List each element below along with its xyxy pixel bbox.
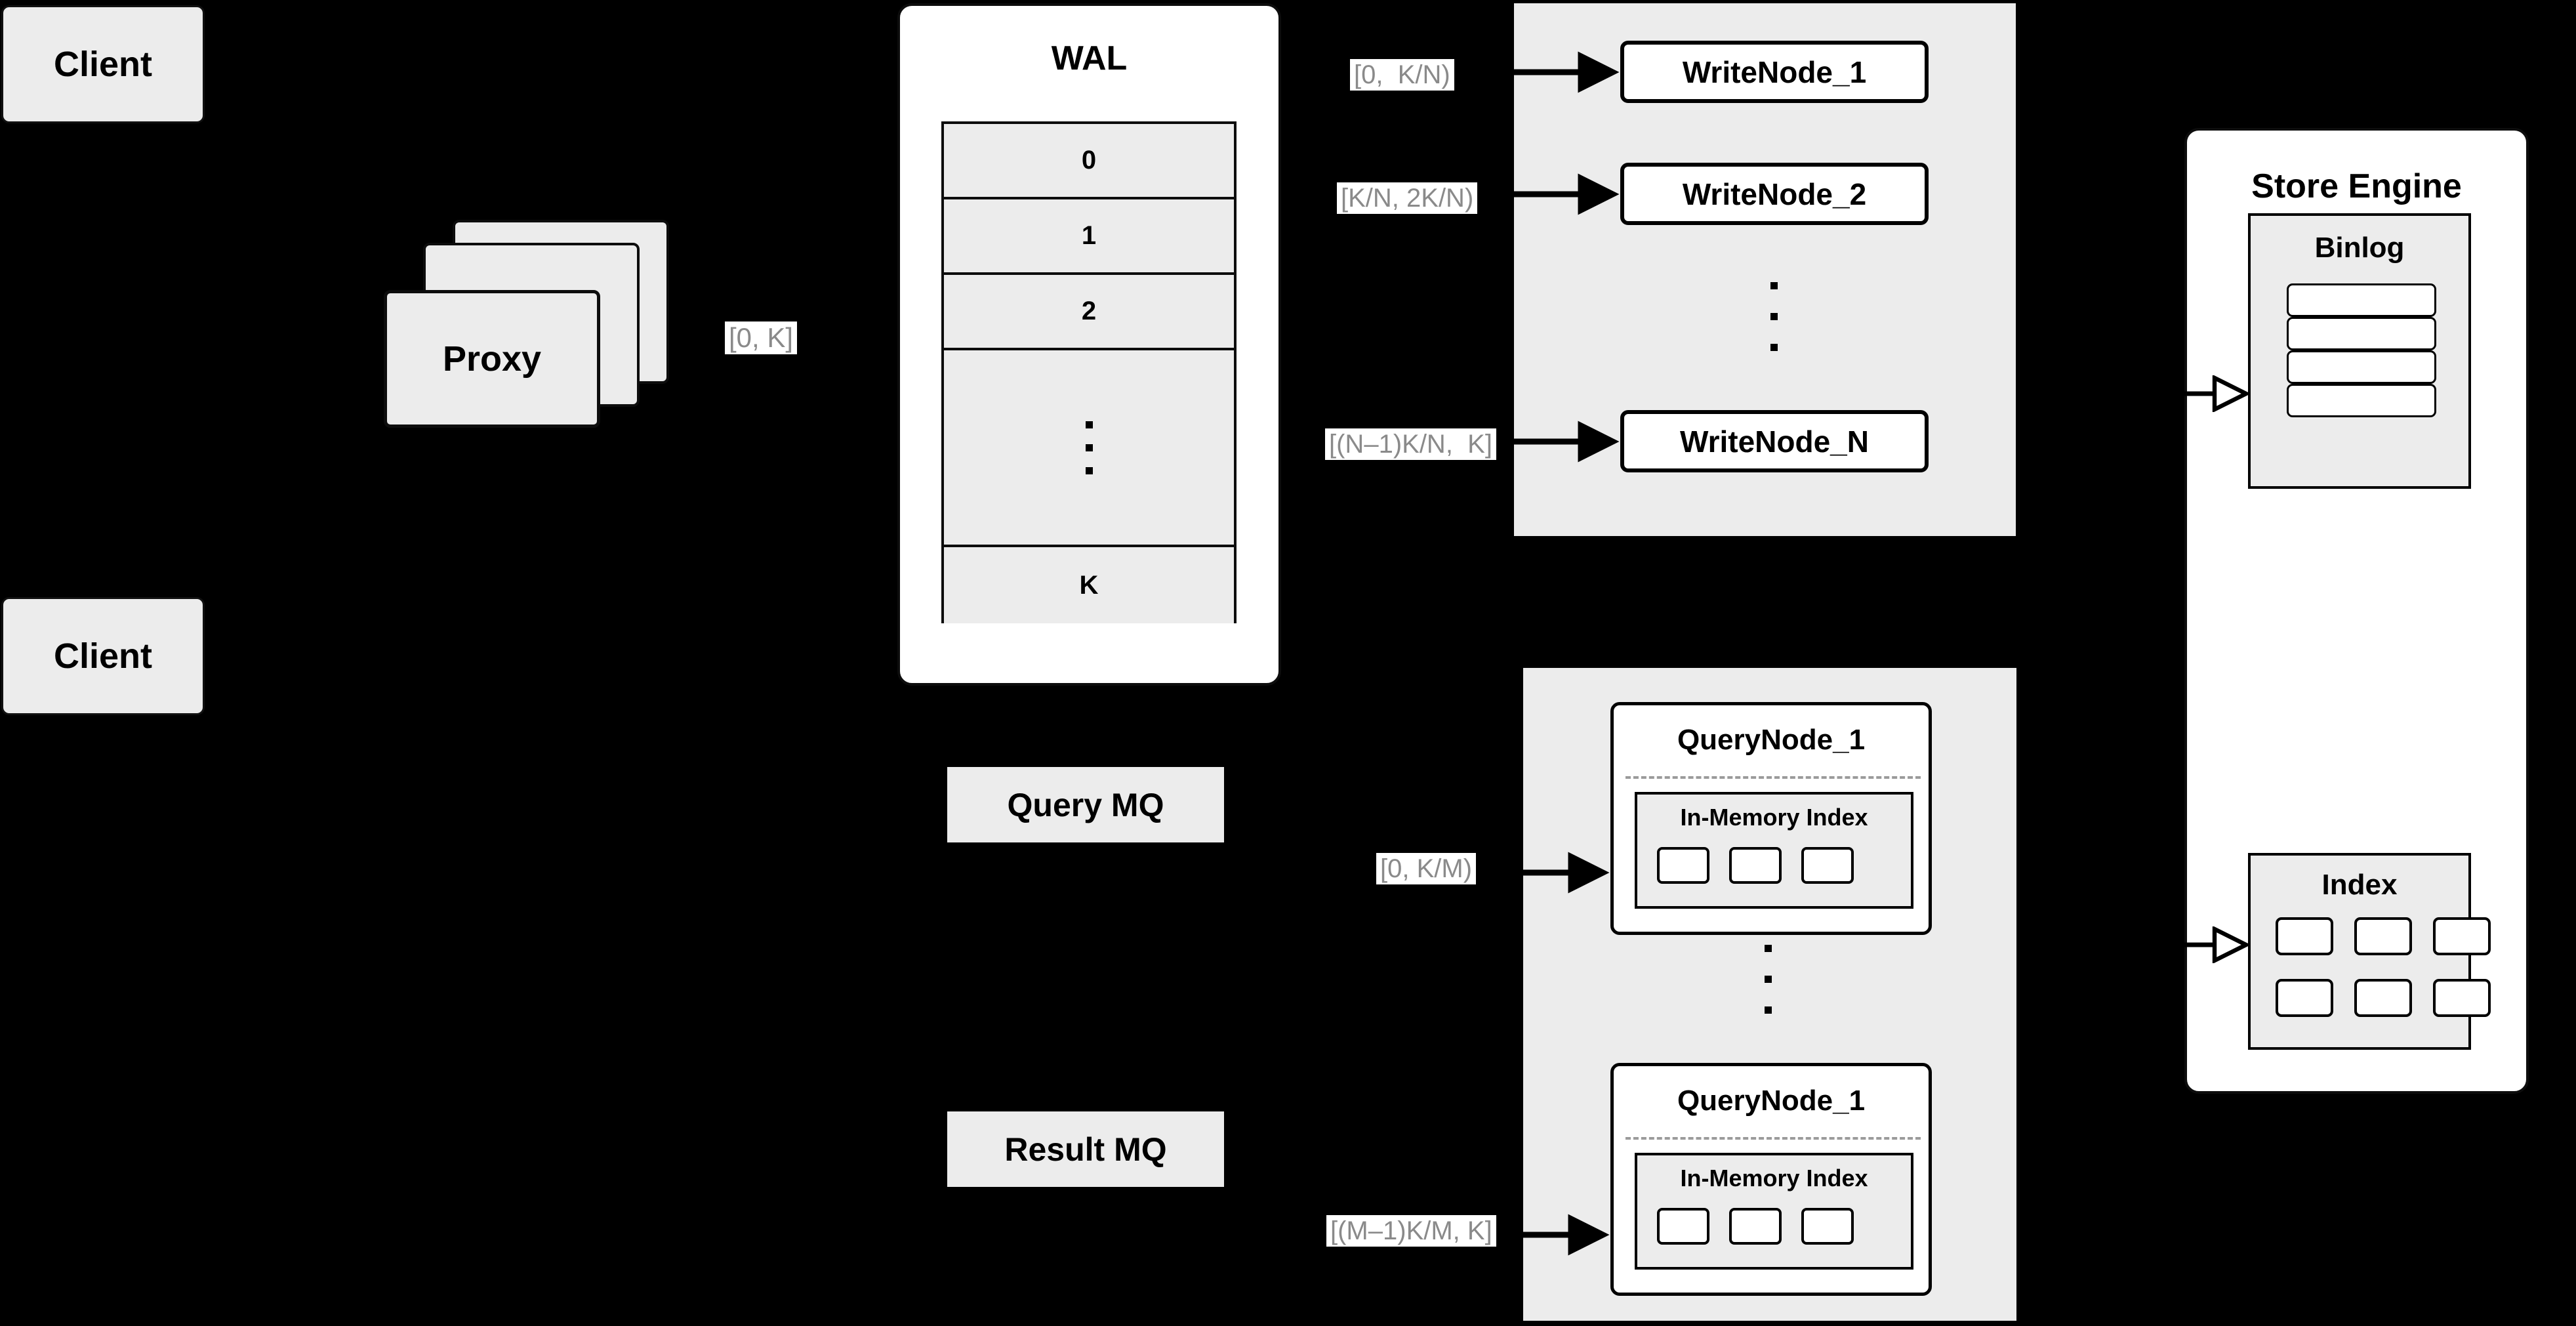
wal-cell-k-label: K bbox=[1079, 570, 1099, 600]
query-node-m-in-memory-index: In-Memory Index bbox=[1635, 1153, 1913, 1270]
query-node-m-in-memory-index-title: In-Memory Index bbox=[1680, 1165, 1868, 1191]
index-cell[interactable] bbox=[2354, 979, 2412, 1017]
query-mq-node[interactable]: Query MQ bbox=[945, 764, 1227, 845]
wal-cell-2[interactable]: 2 bbox=[944, 275, 1234, 350]
index-cell[interactable] bbox=[2276, 979, 2333, 1017]
ellipsis-dot-icon bbox=[1765, 1006, 1772, 1014]
client-node-2[interactable]: Client bbox=[1, 597, 205, 715]
edge-label-mq-to-query-1: [0, K/M) bbox=[1376, 853, 1477, 884]
ellipsis-dot-icon bbox=[1770, 344, 1778, 351]
ellipsis-dot-icon bbox=[1770, 313, 1778, 320]
write-node-1[interactable]: WriteNode_1 bbox=[1620, 41, 1929, 103]
proxy-node[interactable]: Proxy bbox=[384, 290, 600, 428]
write-node-ellipsis bbox=[1770, 282, 1778, 351]
edge-label-proxy-to-wal: [0, K] bbox=[725, 321, 798, 354]
wal-table: 0 1 2 K bbox=[941, 121, 1237, 623]
query-node-m[interactable]: QueryNode_1 In-Memory Index bbox=[1610, 1063, 1932, 1296]
index-title: Index bbox=[2321, 869, 2398, 901]
index-panel: Index bbox=[2248, 853, 2491, 1050]
index-segment-cell[interactable] bbox=[1657, 847, 1709, 884]
query-node-m-label: QueryNode_1 bbox=[1677, 1085, 1866, 1117]
write-node-n-label: WriteNode_N bbox=[1680, 424, 1869, 459]
query-node-1-in-memory-index: In-Memory Index bbox=[1635, 792, 1913, 909]
index-cell[interactable] bbox=[2433, 917, 2491, 955]
binlog-title: Binlog bbox=[2314, 232, 2405, 264]
wal-cell-0[interactable]: 0 bbox=[944, 124, 1234, 199]
wal-ellipsis bbox=[944, 350, 1234, 547]
proxy-node-label: Proxy bbox=[442, 339, 542, 379]
write-node-1-label: WriteNode_1 bbox=[1682, 54, 1867, 89]
edge-label-wal-to-write-2: [K/N, 2K/N) bbox=[1337, 182, 1478, 214]
write-node-n[interactable]: WriteNode_N bbox=[1620, 410, 1929, 472]
ellipsis-dot-icon bbox=[1765, 976, 1772, 983]
index-segment-cell[interactable] bbox=[1729, 847, 1782, 884]
wal-cell-k[interactable]: K bbox=[944, 547, 1234, 623]
client-node-1-label: Client bbox=[53, 44, 152, 84]
index-cell[interactable] bbox=[2433, 979, 2491, 1017]
index-segment-cell[interactable] bbox=[1657, 1208, 1709, 1245]
wal-cell-1[interactable]: 1 bbox=[944, 199, 1234, 275]
wal-cell-0-label: 0 bbox=[1081, 146, 1097, 175]
result-mq-node[interactable]: Result MQ bbox=[945, 1109, 1227, 1190]
binlog-row[interactable] bbox=[2287, 317, 2436, 350]
ellipsis-dot-icon bbox=[1770, 282, 1778, 289]
index-segment-cell[interactable] bbox=[1729, 1208, 1782, 1245]
binlog-row[interactable] bbox=[2287, 350, 2436, 384]
query-node-m-divider bbox=[1625, 1137, 1921, 1140]
index-segment-cell[interactable] bbox=[1801, 1208, 1854, 1245]
query-node-1-in-memory-index-title: In-Memory Index bbox=[1680, 804, 1868, 831]
write-node-2-label: WriteNode_2 bbox=[1682, 176, 1867, 211]
client-node-1[interactable]: Client bbox=[1, 5, 205, 123]
result-mq-label: Result MQ bbox=[1004, 1130, 1167, 1168]
query-mq-label: Query MQ bbox=[1007, 786, 1164, 823]
wal-cell-2-label: 2 bbox=[1081, 297, 1097, 325]
query-node-1[interactable]: QueryNode_1 In-Memory Index bbox=[1610, 702, 1932, 935]
index-cell[interactable] bbox=[2354, 917, 2412, 955]
edge-label-wal-to-write-1: [0, K/N) bbox=[1350, 59, 1454, 91]
write-node-2[interactable]: WriteNode_2 bbox=[1620, 163, 1929, 225]
query-node-1-divider bbox=[1625, 776, 1921, 779]
client-node-2-label: Client bbox=[53, 636, 152, 676]
binlog-row[interactable] bbox=[2287, 384, 2436, 417]
wal-title: WAL bbox=[1051, 39, 1128, 77]
store-engine-title: Store Engine bbox=[2251, 167, 2462, 205]
wal-cell-1-label: 1 bbox=[1081, 221, 1097, 250]
ellipsis-dot-icon bbox=[1085, 421, 1093, 428]
edge-label-wal-to-write-n: [(N–1)K/N, K] bbox=[1325, 428, 1496, 460]
ellipsis-dot-icon bbox=[1765, 945, 1772, 952]
binlog-row[interactable] bbox=[2287, 283, 2436, 317]
index-cell[interactable] bbox=[2276, 917, 2333, 955]
edge-label-mq-to-query-m: [(M–1)K/M, K] bbox=[1326, 1215, 1496, 1247]
index-segment-cell[interactable] bbox=[1801, 847, 1854, 884]
ellipsis-dot-icon bbox=[1085, 466, 1093, 474]
binlog-panel: Binlog bbox=[2248, 213, 2471, 489]
query-node-ellipsis bbox=[1765, 945, 1772, 1014]
query-node-1-label: QueryNode_1 bbox=[1677, 724, 1866, 756]
ellipsis-dot-icon bbox=[1085, 444, 1093, 451]
